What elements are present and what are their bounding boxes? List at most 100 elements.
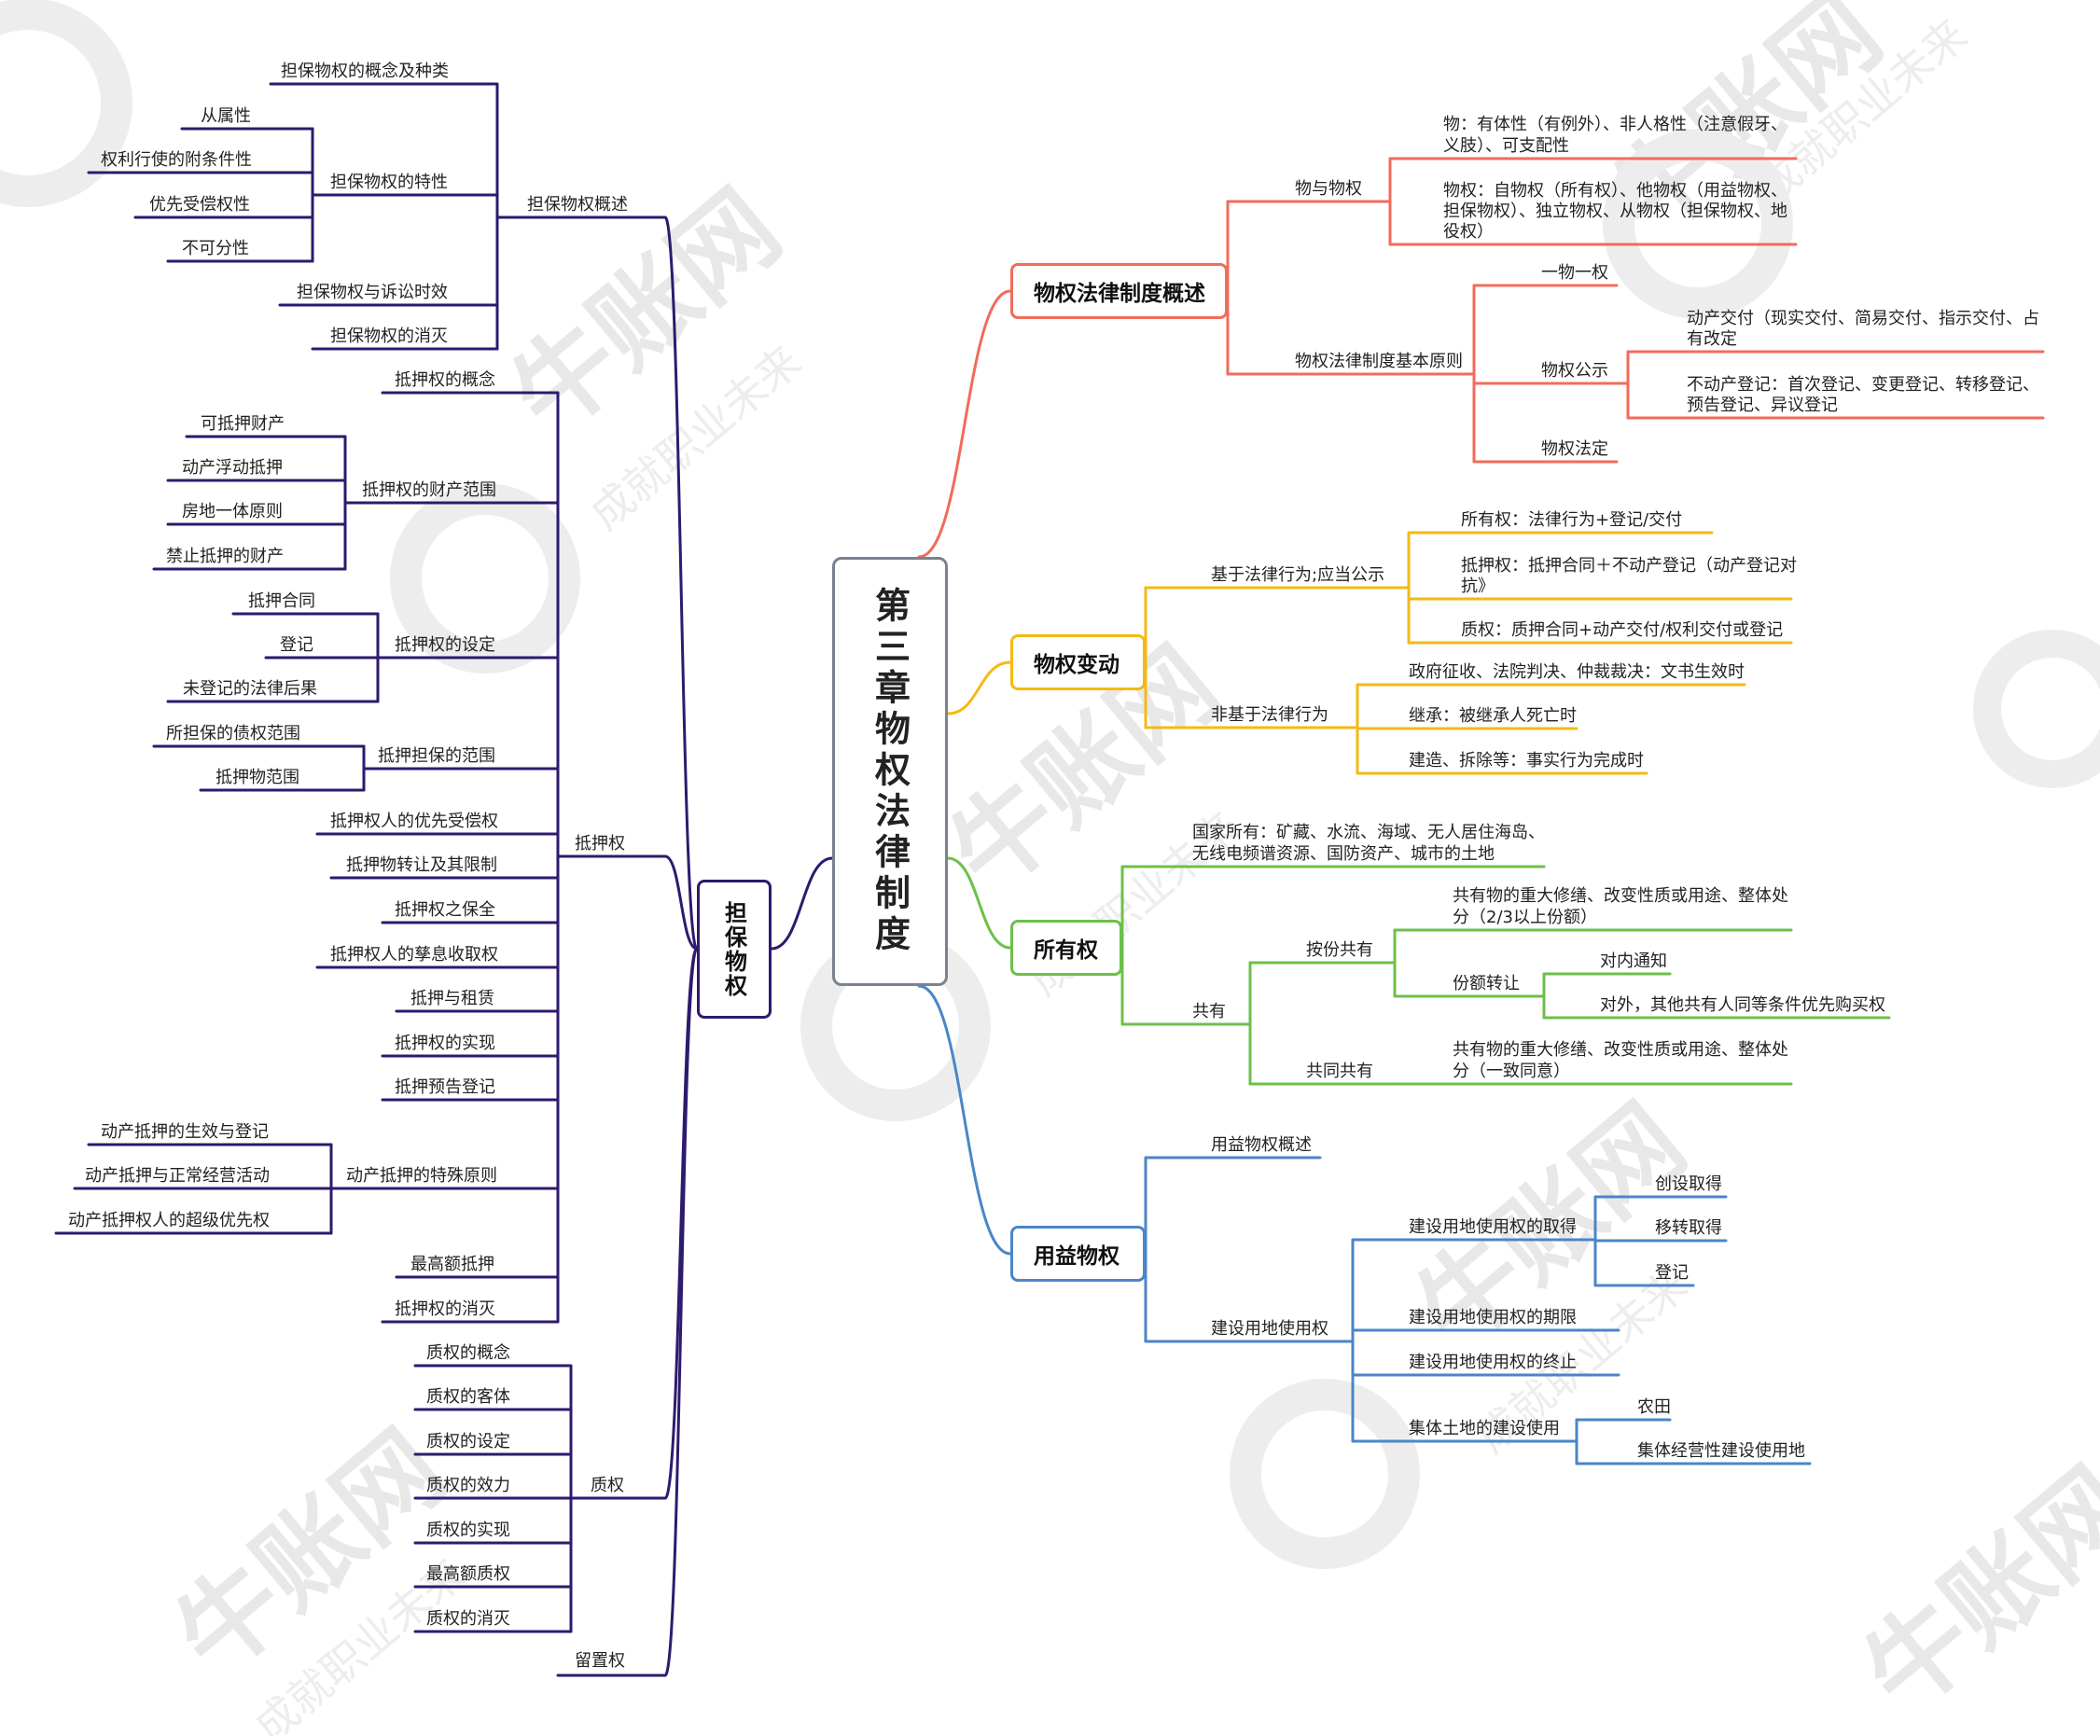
node-pledge-5[interactable]: 质权的实现 xyxy=(426,1521,510,1540)
root-topic[interactable]: 第三章物权法律制度 xyxy=(832,557,948,986)
node-guarantee-extinction[interactable]: 担保物权的消灭 xyxy=(330,326,448,346)
node-mortgage[interactable]: 抵押权 xyxy=(575,834,625,854)
node-movable-1[interactable]: 动产抵押的生效与登记 xyxy=(101,1122,269,1142)
node-lien[interactable]: 留置权 xyxy=(575,1651,625,1671)
node-share-major-b[interactable]: 分（2/3以上份额） xyxy=(1453,908,1597,927)
node-scope-4[interactable]: 禁止抵押的财产 xyxy=(166,547,284,566)
node-pledge-3[interactable]: 质权的设定 xyxy=(426,1432,510,1451)
node-acquire-1[interactable]: 创设取得 xyxy=(1655,1174,1722,1194)
node-share-transfer[interactable]: 份额转让 xyxy=(1453,974,1520,993)
node-joint-major-a[interactable]: 共有物的重大修缮、改变性质或用途、整体处 xyxy=(1453,1040,1788,1060)
node-pledge[interactable]: 质权 xyxy=(591,1476,624,1495)
node-publicity-immovable-a[interactable]: 不动产登记：首次登记、变更登记、转移登记、 xyxy=(1687,375,2039,395)
node-state-owned-b[interactable]: 无线电频谱资源、国防资产、城市的土地 xyxy=(1192,844,1495,864)
node-mortgage-other-4[interactable]: 抵押权人的孳息收取权 xyxy=(330,945,498,965)
node-nonlegal-a[interactable]: 政府征收、法院判决、仲裁裁决：文书生效时 xyxy=(1409,662,1745,682)
node-land-term[interactable]: 建设用地使用权的期限 xyxy=(1409,1308,1577,1327)
node-setup-1[interactable]: 抵押合同 xyxy=(248,591,315,611)
node-setup-3[interactable]: 未登记的法律后果 xyxy=(183,679,317,699)
node-mortgage-other-5[interactable]: 抵押与租赁 xyxy=(410,989,494,1008)
node-pledge-7[interactable]: 质权的消灭 xyxy=(426,1609,510,1629)
node-pledge-4[interactable]: 质权的效力 xyxy=(426,1476,510,1495)
node-pledge-1[interactable]: 质权的概念 xyxy=(426,1342,510,1363)
node-collective-2[interactable]: 集体经营性建设使用地 xyxy=(1637,1441,1805,1461)
node-thing[interactable]: 物与物权 xyxy=(1295,179,1362,199)
node-nonlegal-b[interactable]: 继承：被继承人死亡时 xyxy=(1409,706,1577,726)
node-joint-co[interactable]: 共同共有 xyxy=(1306,1062,1373,1081)
node-state-owned-a[interactable]: 国家所有：矿藏、水流、海域、无人居住海岛、 xyxy=(1192,823,1545,842)
node-joint-major-b[interactable]: 分（一致同意） xyxy=(1453,1062,1570,1081)
node-guarantee-1[interactable]: 所担保的债权范围 xyxy=(166,724,300,743)
node-legal-act[interactable]: 基于法律行为;应当公示 xyxy=(1211,565,1384,585)
node-collective-1[interactable]: 农田 xyxy=(1637,1397,1671,1417)
connector xyxy=(663,947,699,1677)
node-thing-text-2a[interactable]: 物权：自物权（所有权）、他物权（用益物权、 xyxy=(1443,181,1787,201)
node-share-major-a[interactable]: 共有物的重大修缮、改变性质或用途、整体处 xyxy=(1453,886,1788,906)
node-land-use[interactable]: 建设用地使用权 xyxy=(1211,1319,1328,1339)
node-legal-mortgage-b[interactable]: 抗》 xyxy=(1461,576,1495,596)
node-mortgage-other-7[interactable]: 抵押预告登记 xyxy=(395,1077,495,1097)
node-one-thing-one-right[interactable]: 一物一权 xyxy=(1541,263,1608,283)
node-thing-text-2c[interactable]: 役权） xyxy=(1443,222,1494,242)
node-thing-text-1a[interactable]: 物：有体性（有例外）、非人格性（注意假牙、 xyxy=(1443,115,1787,134)
node-mortgage-setup[interactable]: 抵押权的设定 xyxy=(395,635,495,655)
node-guarantee-features[interactable]: 担保物权的特性 xyxy=(330,173,448,192)
node-acquire-3[interactable]: 登记 xyxy=(1655,1263,1689,1283)
node-non-legal-act[interactable]: 非基于法律行为 xyxy=(1211,705,1328,725)
connector-lines xyxy=(54,82,2045,1677)
node-statutory[interactable]: 物权法定 xyxy=(1541,439,1608,459)
left-main-topic[interactable]: 担保物权 xyxy=(697,880,772,1019)
node-mortgage-other-2[interactable]: 抵押物转让及其限制 xyxy=(346,855,497,875)
node-scope-1[interactable]: 可抵押财产 xyxy=(201,414,285,434)
node-co-ownership[interactable]: 共有 xyxy=(1192,1002,1226,1021)
node-land-end[interactable]: 建设用地使用权的终止 xyxy=(1409,1353,1577,1372)
node-mortgage-max[interactable]: 最高额抵押 xyxy=(410,1255,494,1274)
node-acquire-2[interactable]: 移转取得 xyxy=(1655,1218,1722,1238)
node-movable-2[interactable]: 动产抵押与正常经营活动 xyxy=(85,1166,270,1186)
node-land-acquire[interactable]: 建设用地使用权的取得 xyxy=(1409,1217,1577,1237)
node-mortgage-scope[interactable]: 抵押权的财产范围 xyxy=(362,480,496,500)
node-scope-3[interactable]: 房地一体原则 xyxy=(182,502,283,521)
topic-ownership[interactable]: 所有权 xyxy=(1010,920,1122,976)
node-movable-3[interactable]: 动产抵押权人的超级优先权 xyxy=(68,1211,270,1230)
node-guarantee-overview[interactable]: 担保物权概述 xyxy=(527,195,628,215)
node-mortgage-extinction[interactable]: 抵押权的消灭 xyxy=(395,1299,495,1319)
node-mortgage-guarantee[interactable]: 抵押担保的范围 xyxy=(378,746,495,766)
node-thing-text-2b[interactable]: 担保物权）、独立物权、从物权（担保物权、地 xyxy=(1443,201,1787,221)
node-setup-2[interactable]: 登记 xyxy=(280,635,313,655)
node-guarantee-concept[interactable]: 担保物权的概念及种类 xyxy=(281,61,449,81)
node-publicity-movable-b[interactable]: 有改定 xyxy=(1687,329,1737,349)
node-pledge-6[interactable]: 最高额质权 xyxy=(426,1564,510,1584)
node-feature-1[interactable]: 从属性 xyxy=(201,106,251,126)
node-mortgage-other-6[interactable]: 抵押权的实现 xyxy=(395,1034,495,1053)
node-mortgage-concept[interactable]: 抵押权的概念 xyxy=(395,369,495,390)
node-mortgage-other-3[interactable]: 抵押权之保全 xyxy=(395,900,495,920)
node-principles[interactable]: 物权法律制度基本原则 xyxy=(1295,352,1463,371)
topic-property-overview[interactable]: 物权法律制度概述 xyxy=(1010,263,1228,319)
node-legal-pledge[interactable]: 质权：质押合同+动产交付/权利交付或登记 xyxy=(1461,620,1783,640)
node-thing-text-1b[interactable]: 义肢）、可支配性 xyxy=(1443,136,1569,156)
node-guarantee-2[interactable]: 抵押物范围 xyxy=(216,768,299,787)
topic-usufruct[interactable]: 用益物权 xyxy=(1010,1226,1146,1282)
node-mortgage-movable[interactable]: 动产抵押的特殊原则 xyxy=(346,1166,497,1186)
connector xyxy=(946,856,1012,950)
node-feature-2[interactable]: 权利行使的附条件性 xyxy=(101,150,252,170)
node-usufruct-overview[interactable]: 用益物权概述 xyxy=(1211,1135,1312,1155)
node-nonlegal-c[interactable]: 建造、拆除等：事实行为完成时 xyxy=(1409,751,1644,771)
node-land-collective[interactable]: 集体土地的建设使用 xyxy=(1409,1419,1560,1438)
node-publicity-immovable-b[interactable]: 预告登记、异议登记 xyxy=(1687,396,1838,415)
node-publicity[interactable]: 物权公示 xyxy=(1541,361,1608,381)
node-legal-mortgage-a[interactable]: 抵押权：抵押合同＋不动产登记（动产登记对 xyxy=(1461,556,1797,576)
node-transfer-inner[interactable]: 对内通知 xyxy=(1600,951,1667,971)
node-pledge-2[interactable]: 质权的客体 xyxy=(426,1387,510,1407)
node-scope-2[interactable]: 动产浮动抵押 xyxy=(182,458,283,478)
node-publicity-movable-a[interactable]: 动产交付（现实交付、简易交付、指示交付、占 xyxy=(1687,309,2039,328)
node-guarantee-limitation[interactable]: 担保物权与诉讼时效 xyxy=(297,283,448,302)
node-mortgage-other-1[interactable]: 抵押权人的优先受偿权 xyxy=(330,812,498,831)
node-transfer-outer[interactable]: 对外，其他共有人同等条件优先购买权 xyxy=(1600,995,1885,1015)
node-feature-4[interactable]: 不可分性 xyxy=(182,239,249,258)
node-share-co[interactable]: 按份共有 xyxy=(1306,940,1373,960)
node-legal-own[interactable]: 所有权：法律行为+登记/交付 xyxy=(1461,510,1682,530)
node-feature-3[interactable]: 优先受偿权性 xyxy=(149,195,250,215)
topic-property-change[interactable]: 物权变动 xyxy=(1010,634,1146,690)
